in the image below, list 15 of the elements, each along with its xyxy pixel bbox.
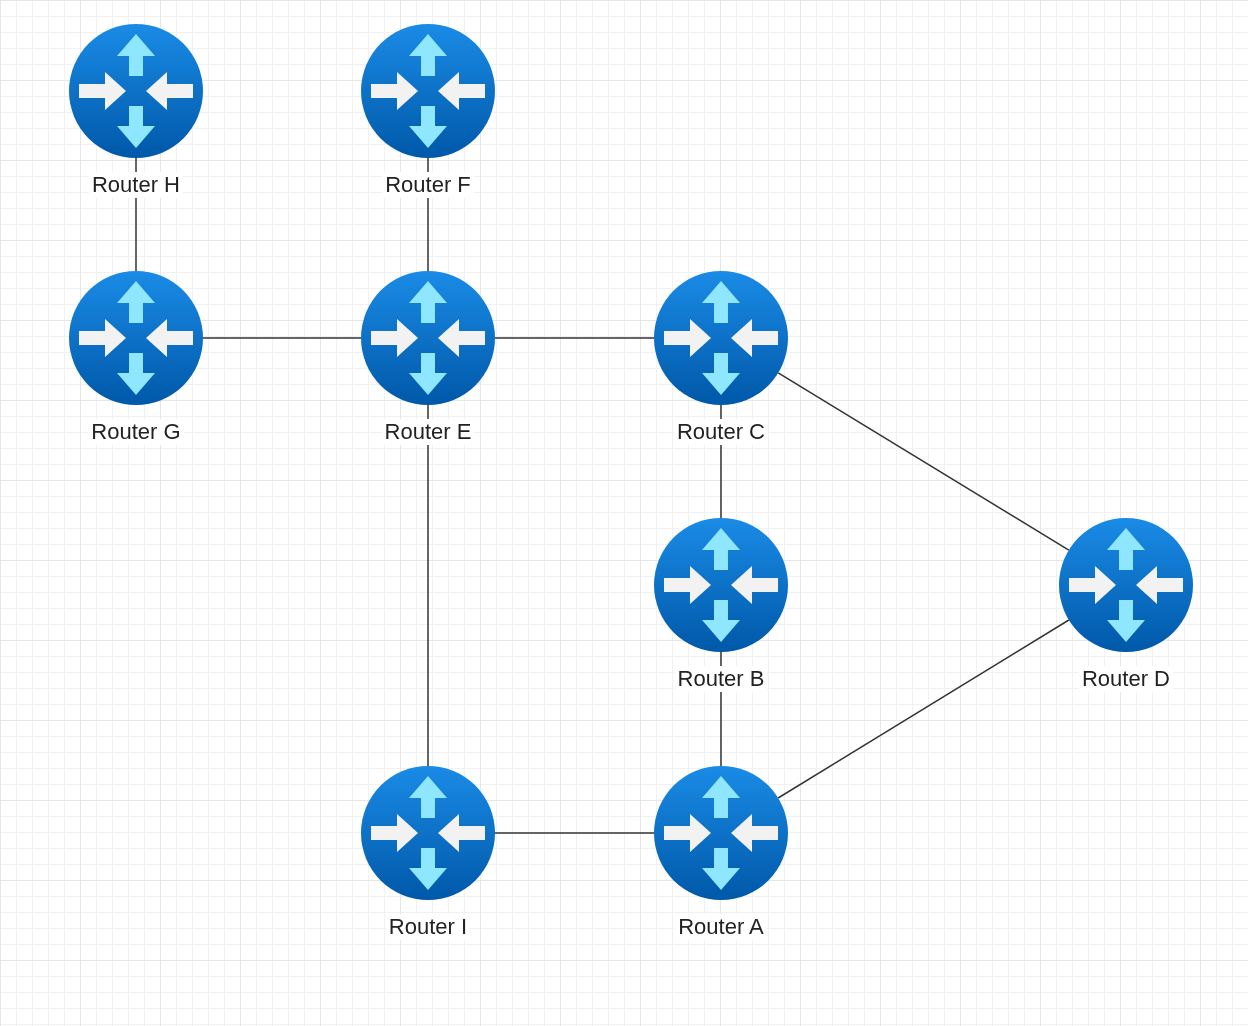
node-label: Router D	[1078, 666, 1173, 692]
connector-line	[494, 337, 655, 339]
connector-line	[427, 404, 429, 767]
node-label: Router C	[673, 419, 768, 445]
connector-line	[494, 832, 655, 834]
node-label: Router E	[381, 419, 475, 445]
node-label: Router F	[382, 172, 474, 198]
node-label: Router G	[88, 419, 184, 445]
connector-line	[202, 337, 362, 339]
connector-line	[777, 619, 1070, 799]
node-label: Router I	[385, 914, 471, 940]
node-label: Router H	[88, 172, 183, 198]
node-label: Router A	[675, 914, 767, 940]
node-label: Router B	[674, 666, 768, 692]
connector-line	[777, 372, 1070, 551]
